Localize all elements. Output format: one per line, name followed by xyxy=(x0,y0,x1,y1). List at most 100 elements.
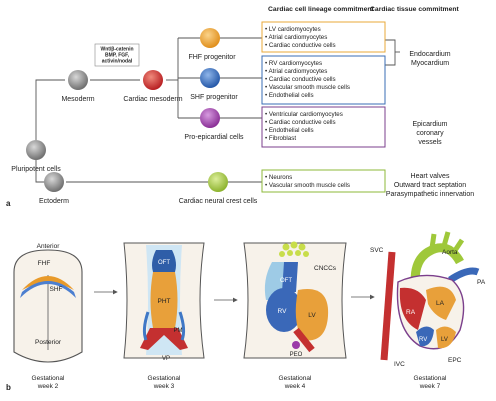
wk7-pa-shape xyxy=(448,267,480,283)
wk7-pa-label: PA xyxy=(477,279,486,286)
box-shf-item-1: • RV cardiomyocytes xyxy=(265,60,322,67)
mesoderm-label: Mesoderm xyxy=(61,96,94,103)
lineage-box-shf xyxy=(261,55,386,105)
wk4-peo-label: PEO xyxy=(290,352,303,358)
box-proepi-item-2: • Cardiac conductive cells xyxy=(265,119,336,126)
caption-wk7-line1: Gestational xyxy=(414,375,447,382)
tissue-endocardium: Endocardium xyxy=(409,51,450,58)
ectoderm-label: Ectoderm xyxy=(39,198,69,205)
box-fhf-item-2: • Atrial cardiomyocytes xyxy=(265,34,327,41)
wk4-oft-shape xyxy=(282,262,298,292)
wk7-ivc-label: IVC xyxy=(394,361,405,368)
caption-wk4-line2: week 4 xyxy=(284,383,306,390)
tissue-vessels: vessels xyxy=(418,139,442,146)
wk4-rv-shape xyxy=(266,288,302,332)
week4-heart: CNCCs OFT RV LV PEO xyxy=(243,241,347,359)
wk3-pht-label: PHT xyxy=(158,298,171,305)
cardiac-mesoderm-label: Cardiac mesoderm xyxy=(123,96,182,103)
pluripotent-cell-node xyxy=(26,140,46,160)
lineage-box-neural-crest xyxy=(261,169,386,193)
fhf-label: FHF progenitor xyxy=(188,54,236,61)
shf-node xyxy=(200,68,220,88)
cnccs-cluster xyxy=(279,241,309,257)
wk4-peo-shape xyxy=(292,341,300,349)
caption-wk2-line1: Gestational xyxy=(32,375,65,382)
wk7-epc-label: EPC xyxy=(448,357,462,364)
tissue-coronary: coronary xyxy=(416,130,444,137)
wk7-aorta-shape xyxy=(410,243,464,291)
wk7-lv-shape xyxy=(436,326,456,349)
panel-a: Cardiac cell lineage commitment Cardiac … xyxy=(6,6,474,208)
box-nc-item-1: • Neurons xyxy=(265,174,292,181)
box-fhf-item-3: • Cardiac conductive cells xyxy=(265,42,336,49)
wk3-oft-label: OFT xyxy=(158,260,170,266)
caption-wk4-line1: Gestational xyxy=(279,375,312,382)
wk7-rv-label: RV xyxy=(419,337,427,343)
tissue-heart-valves: Heart valves xyxy=(411,173,450,180)
signal-line-3: activin/nodal xyxy=(102,59,133,65)
box-shf-item-2: • Atrial cardiomyocytes xyxy=(265,68,327,75)
wk4-lv-label: LV xyxy=(308,312,316,319)
tissue-epicardium: Epicardium xyxy=(412,121,447,128)
signal-line-2: BMP, FGF, xyxy=(105,53,130,59)
week7-heart: SVC Aorta PA RA LA RV LV IVC EPC xyxy=(370,231,486,368)
lineage-box-fhf xyxy=(261,21,386,53)
anterior-label: Anterior xyxy=(37,243,61,250)
header-lineage: Cardiac cell lineage commitment xyxy=(268,6,375,13)
wk3-pht-shape xyxy=(150,272,178,328)
wk3-vp-shape xyxy=(140,328,188,350)
fhf-embryo-label: FHF xyxy=(38,260,51,267)
tissue-myocardium: Myocardium xyxy=(411,60,449,67)
wk7-lv-label: LV xyxy=(441,337,448,343)
wk3-pm-label: PM xyxy=(174,328,183,334)
caption-wk3-line2: week 3 xyxy=(153,383,175,390)
wk3-vp-label: VP xyxy=(162,356,170,362)
panel-b: Anterior FHF SHF Posterior OFT PHT PM VP xyxy=(6,231,486,392)
caption-wk7-line2: week 7 xyxy=(419,383,441,390)
mesoderm-node xyxy=(68,70,88,90)
wk4-lv-shape xyxy=(295,289,329,341)
ectoderm-node xyxy=(44,172,64,192)
wk7-la-shape xyxy=(426,286,456,320)
signal-line-1: Wnt/β-catenin xyxy=(100,47,133,53)
box-proepi-item-3: • Endothelial cells xyxy=(265,127,314,134)
wk4-rv-label: RV xyxy=(278,308,288,315)
wk7-rv-shape xyxy=(416,326,434,347)
box-shf-item-3: • Cardiac conductive cells xyxy=(265,76,336,83)
proepicardial-node xyxy=(200,108,220,128)
caption-wk2-line2: week 2 xyxy=(37,383,59,390)
wk7-svc-label: SVC xyxy=(370,247,384,254)
signal-box xyxy=(94,43,140,67)
box-shf-item-4: • Vascular smooth muscle cells xyxy=(265,84,350,91)
pluripotent-label: Pluripotent cells xyxy=(11,166,61,173)
week3-heart-tube: OFT PHT PM VP xyxy=(123,242,205,362)
week2-embryo: Anterior FHF SHF Posterior xyxy=(13,243,83,363)
proepicardial-label: Pro-epicardial cells xyxy=(184,134,244,141)
lineage-box-proepi xyxy=(261,106,386,148)
wk7-ra-shape xyxy=(399,287,426,330)
wk4-oft-label: OFT xyxy=(280,278,292,284)
shf-crescent xyxy=(20,281,76,298)
box-proepi-item-1: • Ventricular cardiomyocytes xyxy=(265,111,343,118)
wk7-ra-label: RA xyxy=(406,309,416,316)
shf-label: SHF progenitor xyxy=(190,94,238,101)
header-tissue: Cardiac tissue commitment xyxy=(370,6,460,13)
wk7-aorta-label: Aorta xyxy=(442,249,458,256)
neural-crest-node xyxy=(208,172,228,192)
box-proepi-item-4: • Fibroblast xyxy=(265,135,296,142)
tissue-oft-septation: Outward tract septation xyxy=(394,182,466,189)
neural-crest-label: Cardiac neural crest cells xyxy=(179,198,258,205)
wk7-la-label: LA xyxy=(436,300,445,307)
fhf-node xyxy=(200,28,220,48)
box-nc-item-2: • Vascular smooth muscle cells xyxy=(265,182,350,189)
shf-embryo-label: SHF xyxy=(50,286,63,293)
box-fhf-item-1: • LV cardiomyocytes xyxy=(265,26,321,33)
wk7-svc-ivc-shape xyxy=(380,251,396,361)
caption-wk3-line1: Gestational xyxy=(148,375,181,382)
panel-a-letter: a xyxy=(6,199,11,208)
box-shf-item-5: • Endothelial cells xyxy=(265,92,314,99)
wk3-oft-shape xyxy=(152,250,176,272)
posterior-label: Posterior xyxy=(35,339,62,346)
tissue-parasympathetic: Parasympathetic innervation xyxy=(386,191,474,198)
